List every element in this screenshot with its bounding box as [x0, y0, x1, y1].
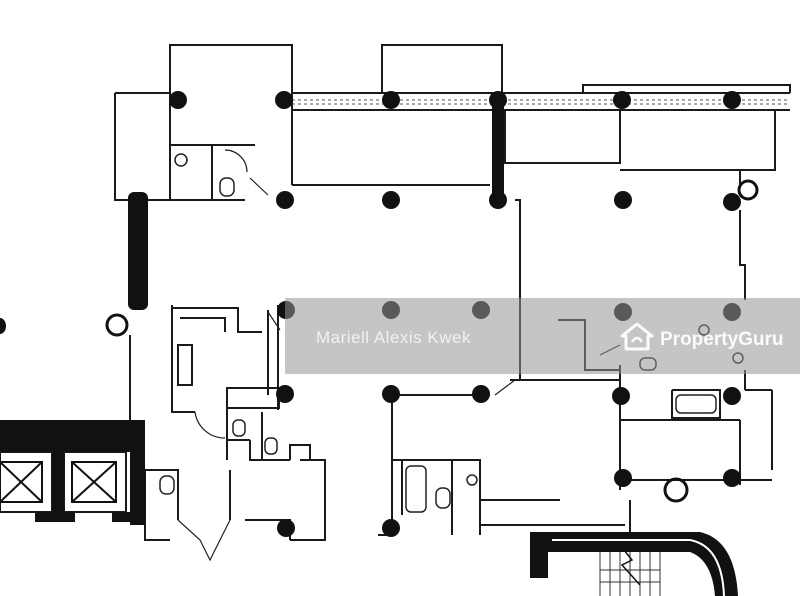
watermark-agent-name: Mariell Alexis Kwek	[316, 328, 471, 347]
watermark-band	[285, 298, 800, 374]
structural-walls	[0, 93, 504, 525]
watermark-logo: PropertyGuru	[620, 322, 784, 357]
corridor-dashes	[292, 99, 790, 105]
staircase	[530, 532, 738, 596]
house-logo-icon	[620, 322, 654, 357]
watermark-brand: PropertyGuru	[660, 328, 784, 350]
partial-edge-shape	[0, 318, 6, 334]
lift-icon	[0, 461, 117, 503]
bathtub-icon	[405, 394, 717, 513]
round-fixtures	[105, 179, 759, 503]
